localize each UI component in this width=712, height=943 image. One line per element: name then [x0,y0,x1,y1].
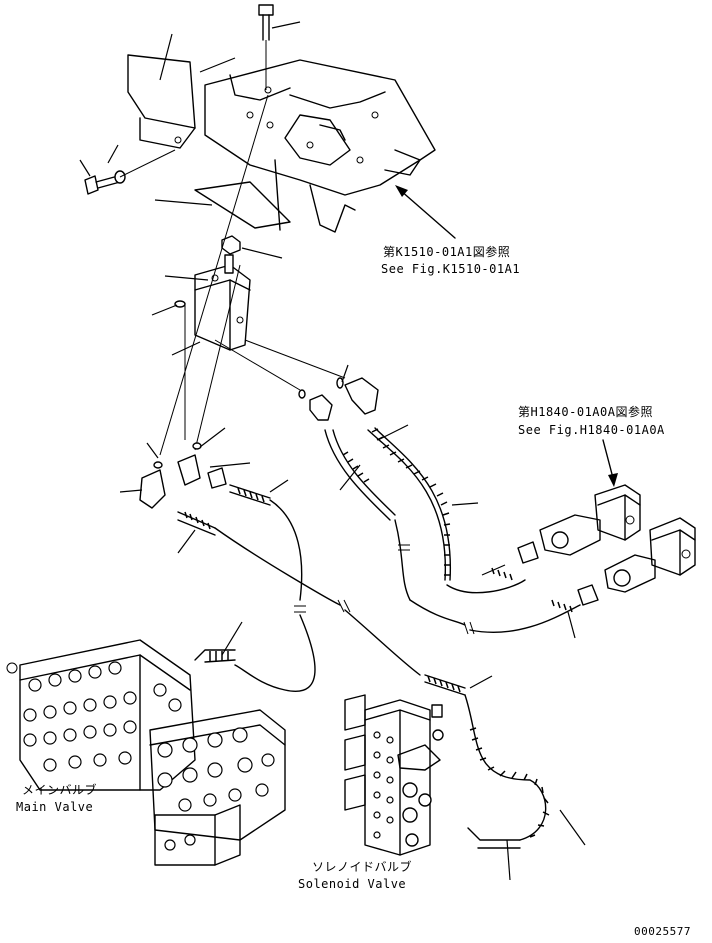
fittings-center [299,378,378,420]
main-valve-label-jp: メインバルブ [22,783,98,797]
spring-wraps [185,429,572,837]
fittings-left [140,443,226,508]
drawing-number: 00025577 [634,925,691,938]
bolt-washer-left [85,150,175,194]
reference-label-en: See Fig.K1510-01A1 [381,262,521,276]
frame-bracket [128,55,435,232]
bolt-top [259,5,273,90]
solenoid-valve-label-jp: ソレノイドバルブ [312,860,413,874]
hoses [178,428,580,848]
main-valve-label-en: Main Valve [16,800,94,814]
leader-lines [160,95,345,455]
callout-lines [80,22,585,880]
valve-block [175,255,250,350]
reference-label-jp: 第K1510-01A1図参照 [383,245,511,259]
reference-label-jp: 第H1840-01A0A図参照 [518,405,653,419]
reference-label-en: See Fig.H1840-01A0A [518,423,665,437]
solenoid-valve-drawing [345,695,443,855]
reference-arrows [395,185,618,487]
main-valve-drawing [7,640,285,865]
solenoid-valve-label-en: Solenoid Valve [298,877,407,891]
right-switches [518,485,695,605]
cover-plate [195,182,290,228]
